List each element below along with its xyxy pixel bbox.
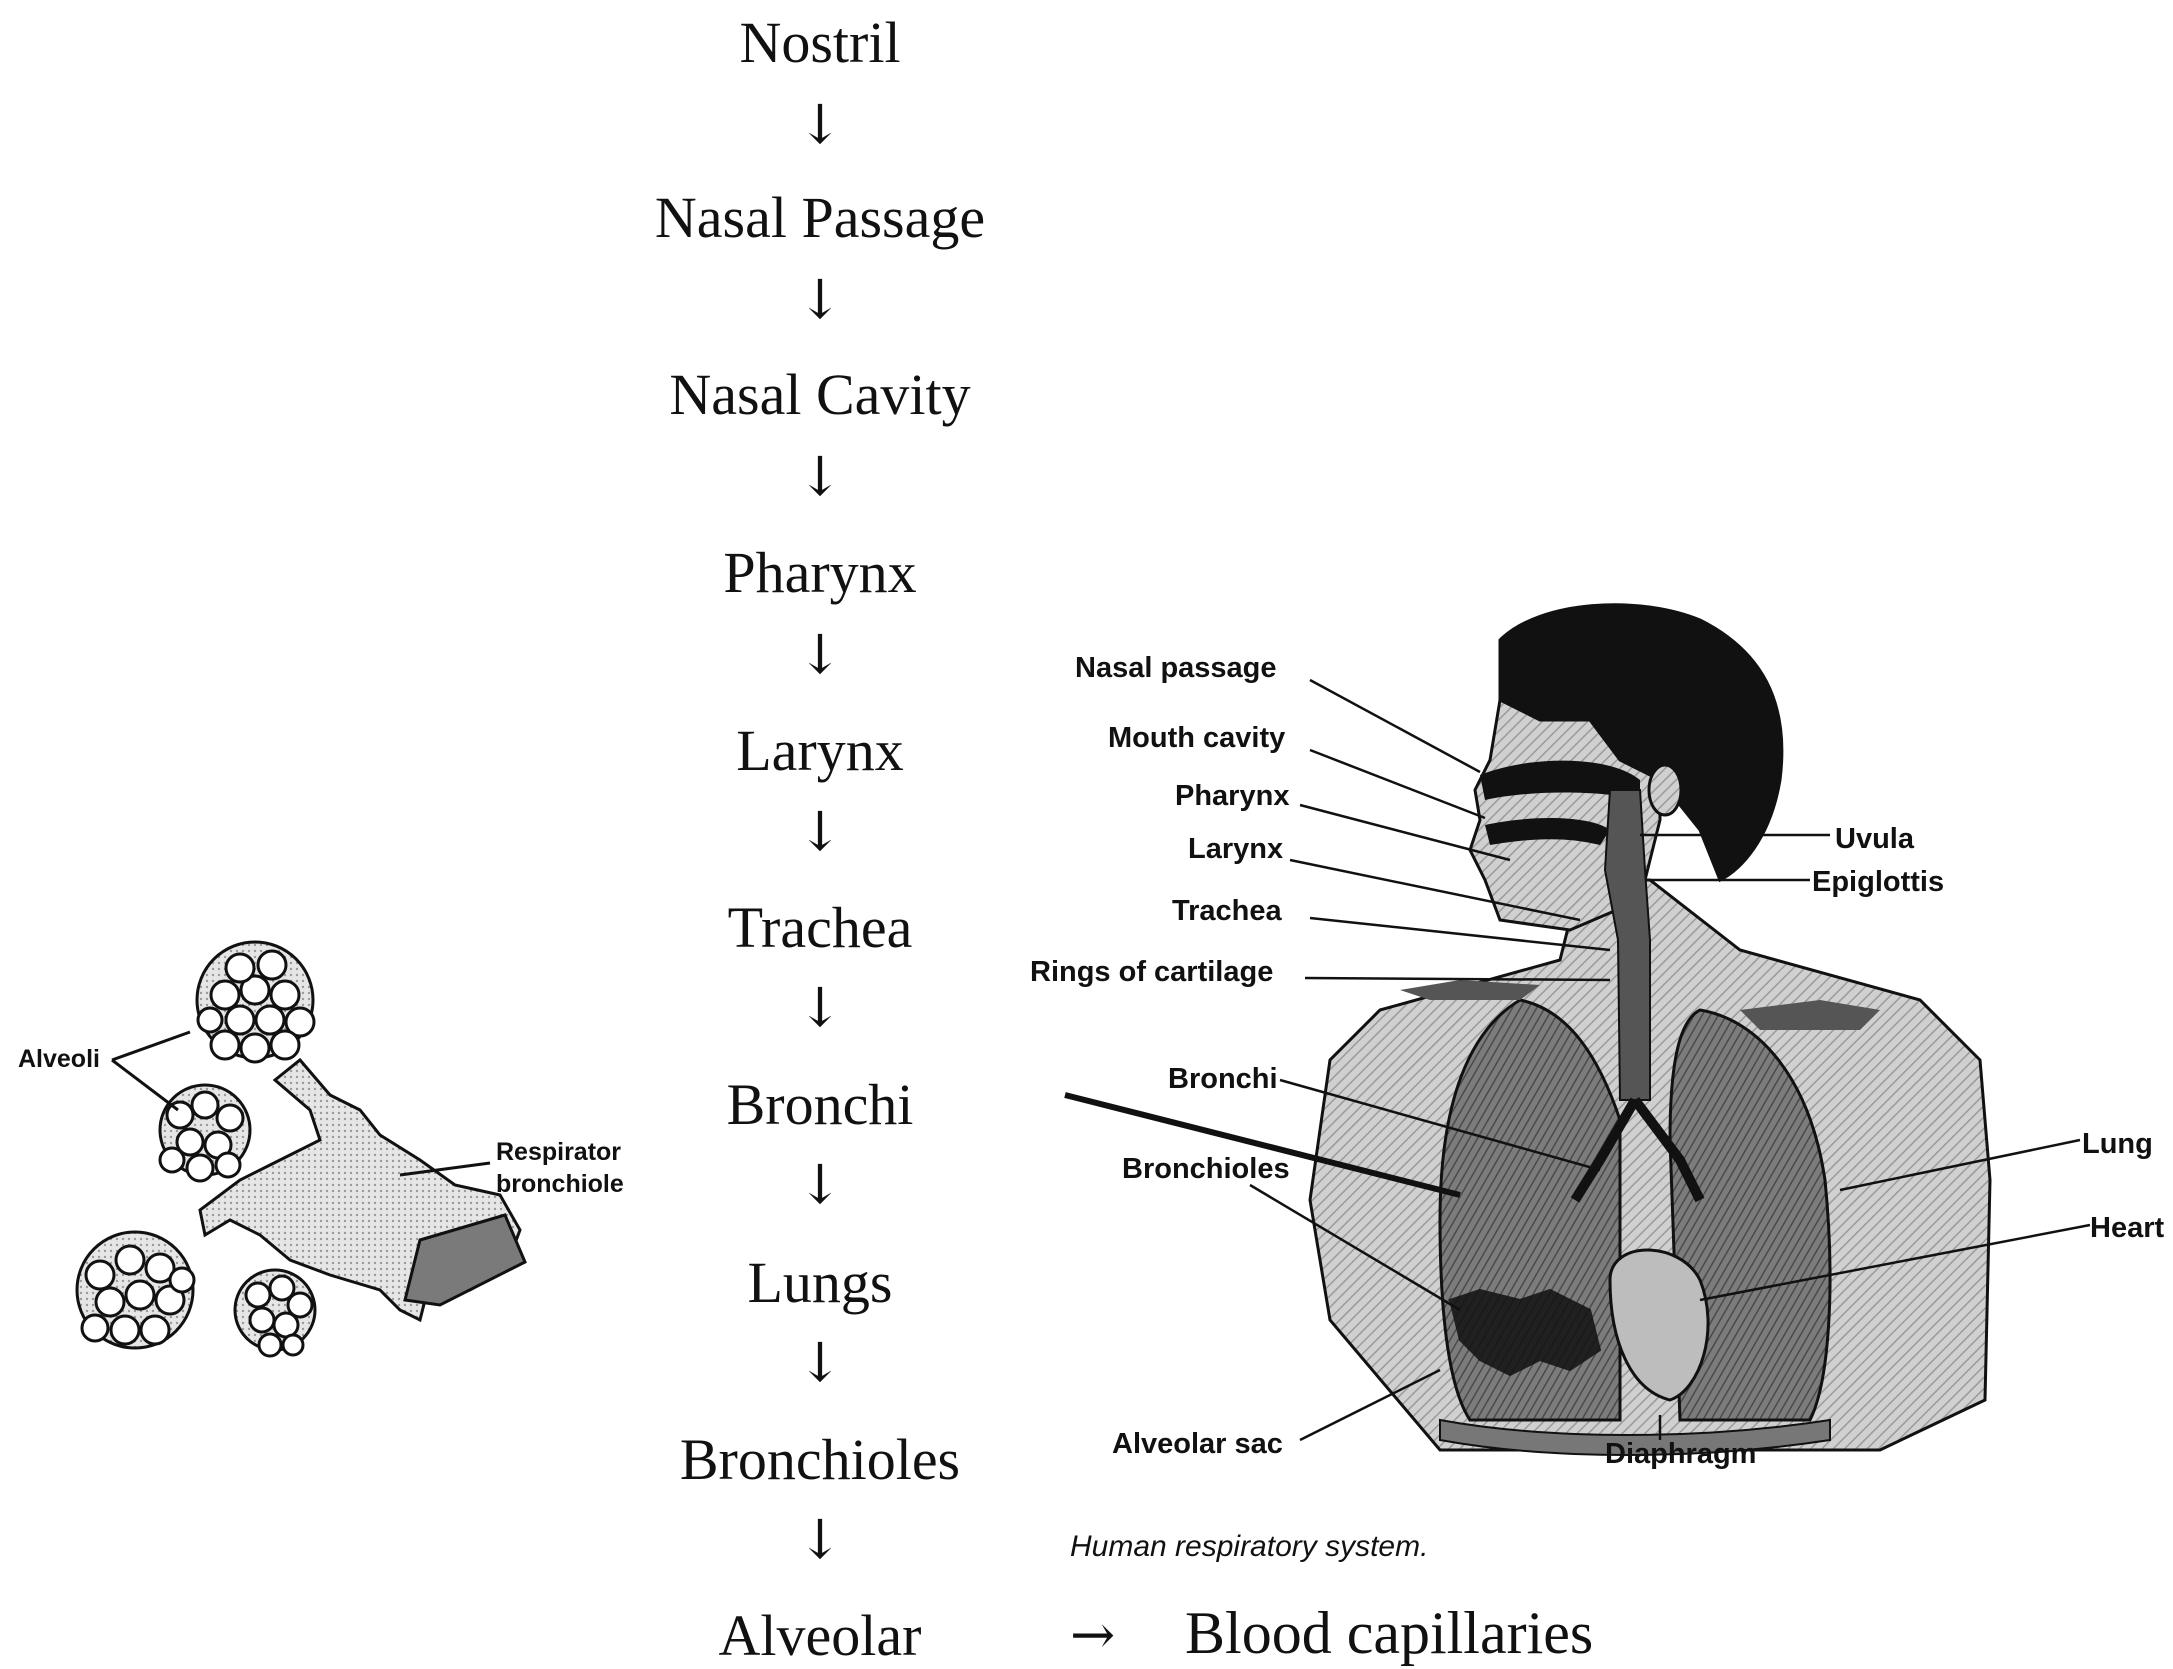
label-alveoli: Alveoli xyxy=(18,1045,100,1074)
label-respirator: Respirator xyxy=(496,1138,621,1167)
figure-caption: Human respiratory system. xyxy=(1070,1530,1428,1564)
alveoli-illustration xyxy=(77,942,525,1356)
label-nasal-passage: Nasal passage xyxy=(1075,652,1277,684)
alveolar-cluster-lower-right xyxy=(235,1270,315,1356)
label-diaphragm: Diaphragm xyxy=(1605,1438,1756,1470)
alveolar-cluster-top xyxy=(197,942,314,1062)
label-uvula: Uvula xyxy=(1835,823,1914,855)
label-bronchiole: bronchiole xyxy=(496,1170,624,1199)
label-heart: Heart xyxy=(2090,1212,2164,1244)
alveolar-cluster-middle xyxy=(160,1085,250,1181)
label-pharynx: Pharynx xyxy=(1175,780,1289,812)
label-bronchioles: Bronchioles xyxy=(1122,1153,1290,1185)
label-epiglottis: Epiglottis xyxy=(1812,866,1944,898)
label-bronchi: Bronchi xyxy=(1168,1063,1278,1095)
ear xyxy=(1649,765,1681,815)
label-lung: Lung xyxy=(2082,1128,2153,1160)
label-larynx: Larynx xyxy=(1188,833,1283,865)
label-alveolar-sac: Alveolar sac xyxy=(1112,1428,1283,1460)
label-rings-of-cartilage: Rings of cartilage xyxy=(1030,956,1273,988)
label-trachea: Trachea xyxy=(1172,895,1282,927)
alveolar-cluster-lower-left xyxy=(77,1232,194,1348)
label-mouth-cavity: Mouth cavity xyxy=(1108,722,1285,754)
